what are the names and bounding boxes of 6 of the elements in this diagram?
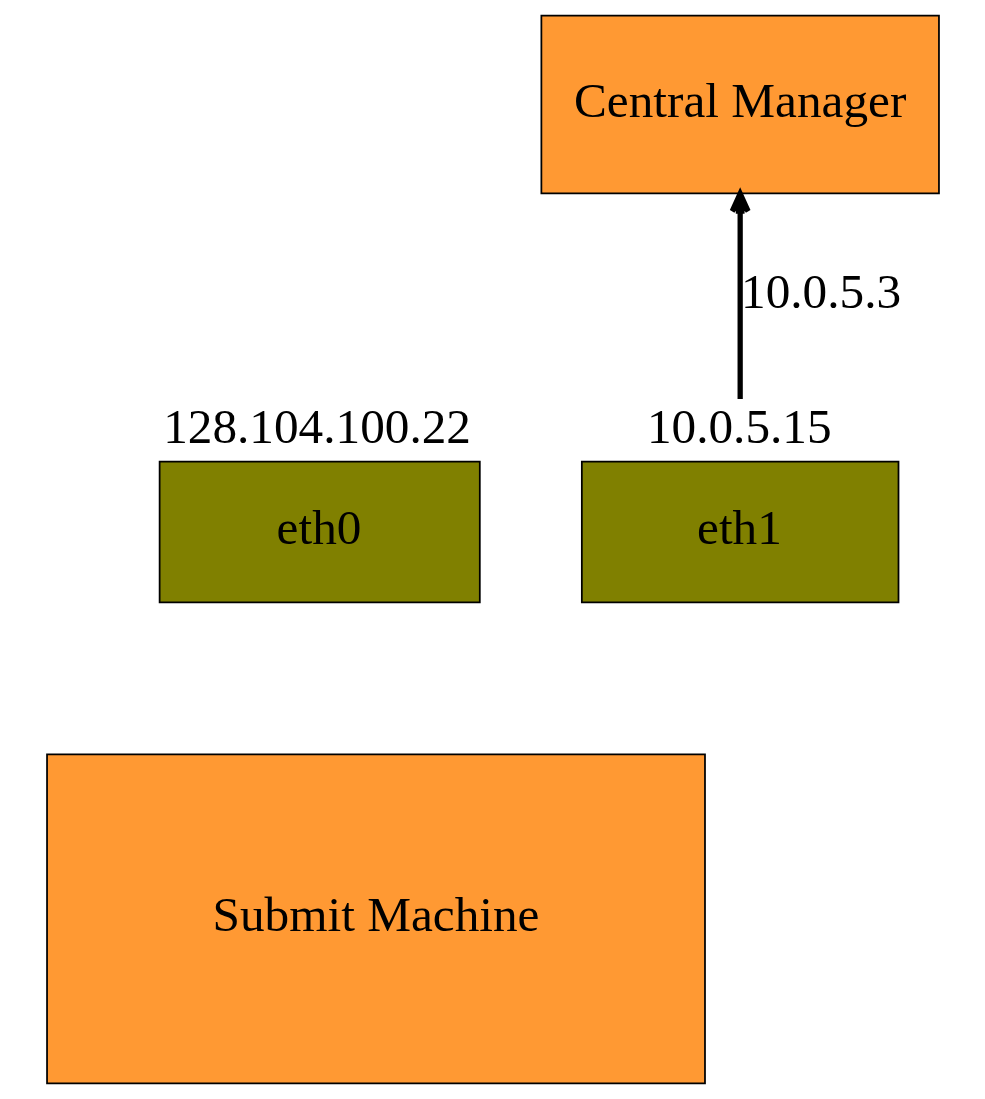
node-label: 128.104.100.22 bbox=[162, 398, 471, 454]
node-label: 10.0.5.15 bbox=[646, 398, 832, 454]
node-box: Submit Machine bbox=[45, 753, 706, 1085]
edge-label: 10.0.5.3 bbox=[740, 264, 901, 320]
arrow bbox=[729, 190, 751, 399]
node-box: Central Manager bbox=[540, 14, 940, 195]
